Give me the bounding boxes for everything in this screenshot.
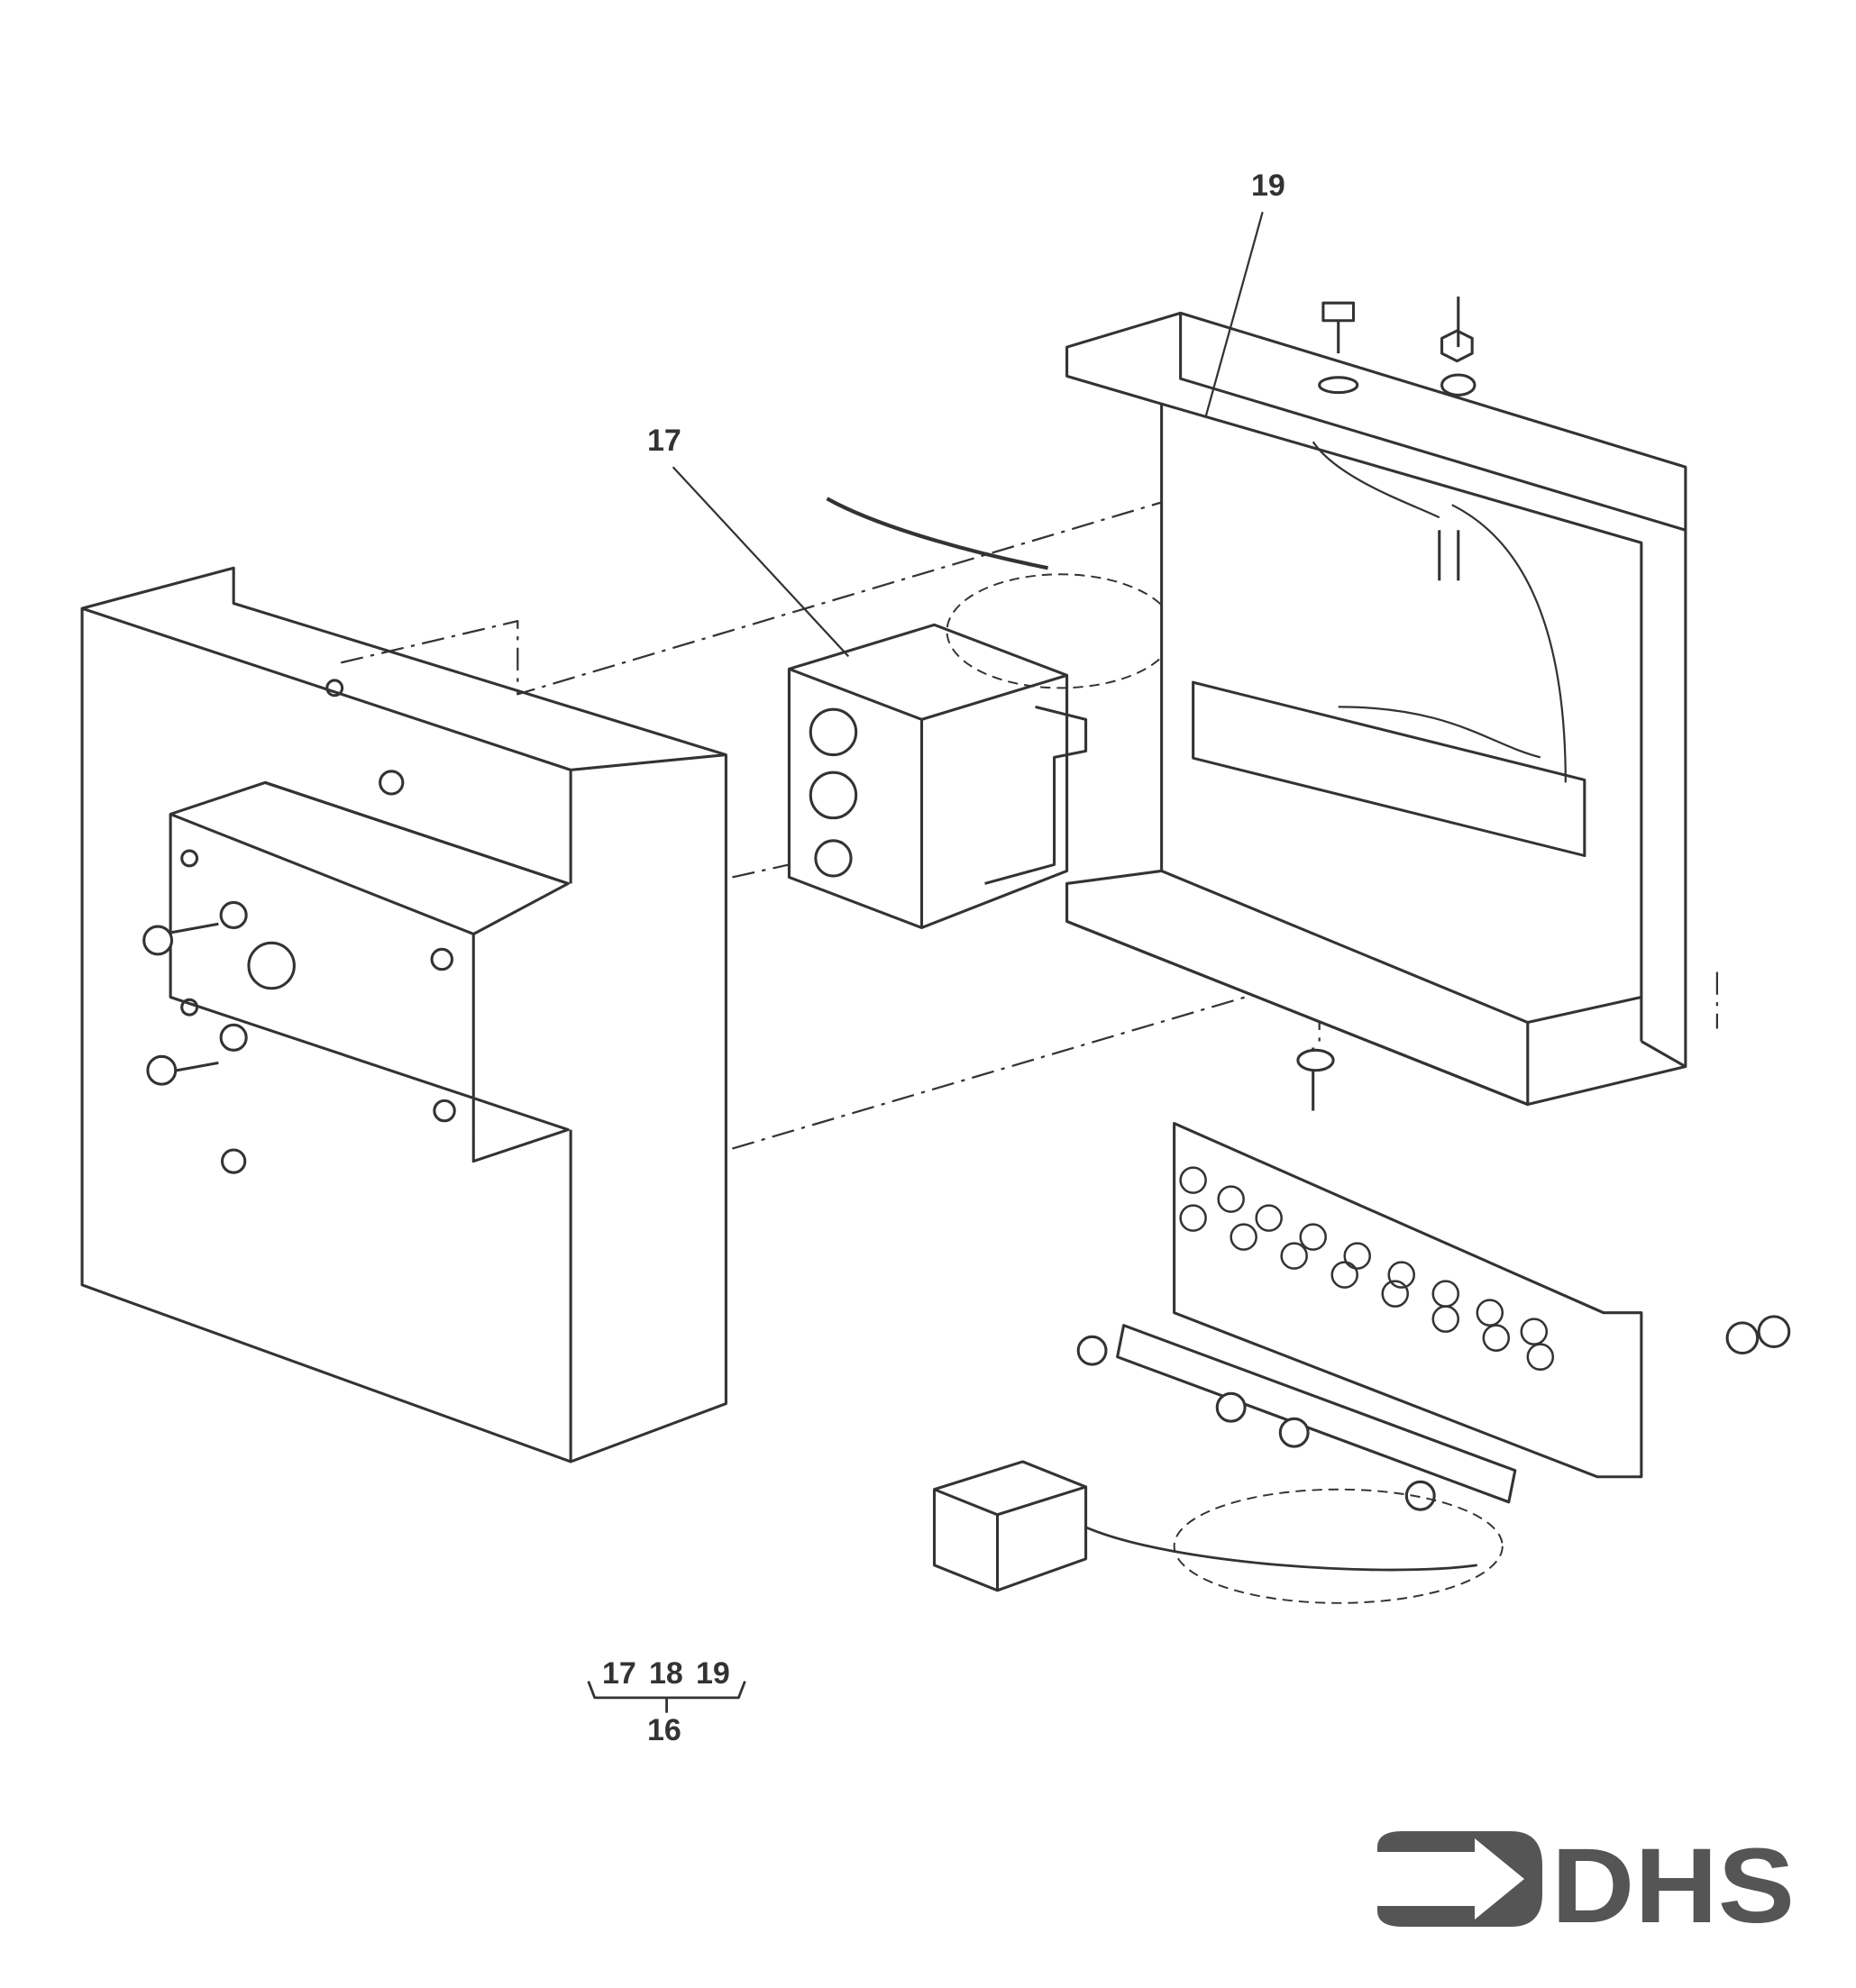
assembly-key-16: 16 — [647, 1713, 681, 1747]
assembly-key-18: 18 — [649, 1656, 683, 1691]
callout-17: 17 — [647, 424, 681, 458]
dhs-logo: DHS — [1377, 1829, 1795, 1929]
assembly-key-17: 17 — [602, 1656, 636, 1691]
callout-19: 19 — [1251, 169, 1285, 203]
assembly-key-bracket — [587, 1681, 746, 1713]
logo-text: DHS — [1551, 1829, 1795, 1929]
assembly-key-19: 19 — [696, 1656, 730, 1691]
control-box-17 — [787, 497, 1175, 930]
mounting-bracket — [80, 566, 727, 1464]
arrow-logo-icon — [1377, 1831, 1542, 1927]
leader-line-17 — [672, 466, 850, 658]
connector-plug — [932, 1460, 1504, 1604]
leader-line-19 — [1204, 212, 1264, 417]
enclosure-19 — [1065, 296, 1687, 1107]
terminal-strip — [1076, 1047, 1791, 1511]
